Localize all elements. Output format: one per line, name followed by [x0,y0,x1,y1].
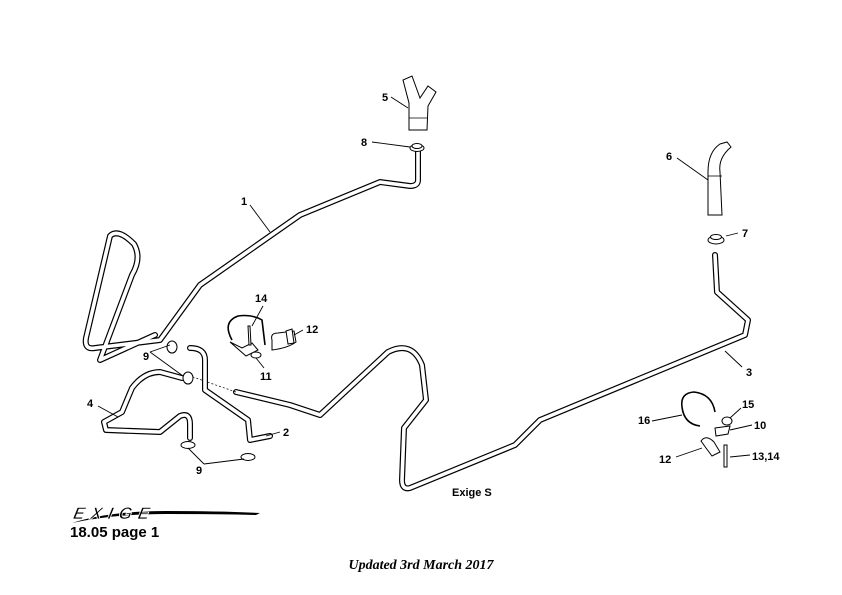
callout-3: 3 [746,367,752,379]
callout-12-right: 12 [659,454,671,466]
variant-label: Exige S [452,487,492,499]
clip-7 [707,234,725,245]
callout-14: 14 [255,293,268,305]
callout-7: 7 [742,228,748,240]
page-reference: 18.05 page 1 [70,524,160,541]
callout-12-middle: 12 [306,324,318,336]
callout-8: 8 [361,137,367,149]
hose-5 [402,75,437,131]
callout-10: 10 [754,420,766,432]
callout-13-14: 13,14 [752,451,780,463]
callout-6: 6 [666,151,672,163]
callout-2: 2 [283,427,289,439]
hose-3 [233,252,751,492]
callout-5: 5 [382,92,388,104]
hose-3-connection-dashed [189,375,237,393]
clip-8 [409,143,425,152]
exige-logo: EXIGE [71,503,260,523]
bracket-assembly-middle [227,314,297,359]
callout-9-upper: 9 [143,351,149,363]
svg-text:EXIGE: EXIGE [72,503,158,523]
callout-9-lower: 9 [196,465,202,477]
hose-4 [101,369,193,441]
hose-2 [187,345,273,443]
hose-1 [82,149,421,363]
leader-lines [97,96,753,465]
clips-9 [166,340,256,461]
hose-6 [707,141,732,216]
callout-4: 4 [87,398,94,410]
callout-1: 1 [241,196,247,208]
callout-11: 11 [260,371,272,383]
updated-date: Updated 3rd March 2017 [348,558,494,573]
bracket-assembly-right [680,391,733,468]
callout-15: 15 [742,399,754,411]
callout-16: 16 [638,415,650,427]
